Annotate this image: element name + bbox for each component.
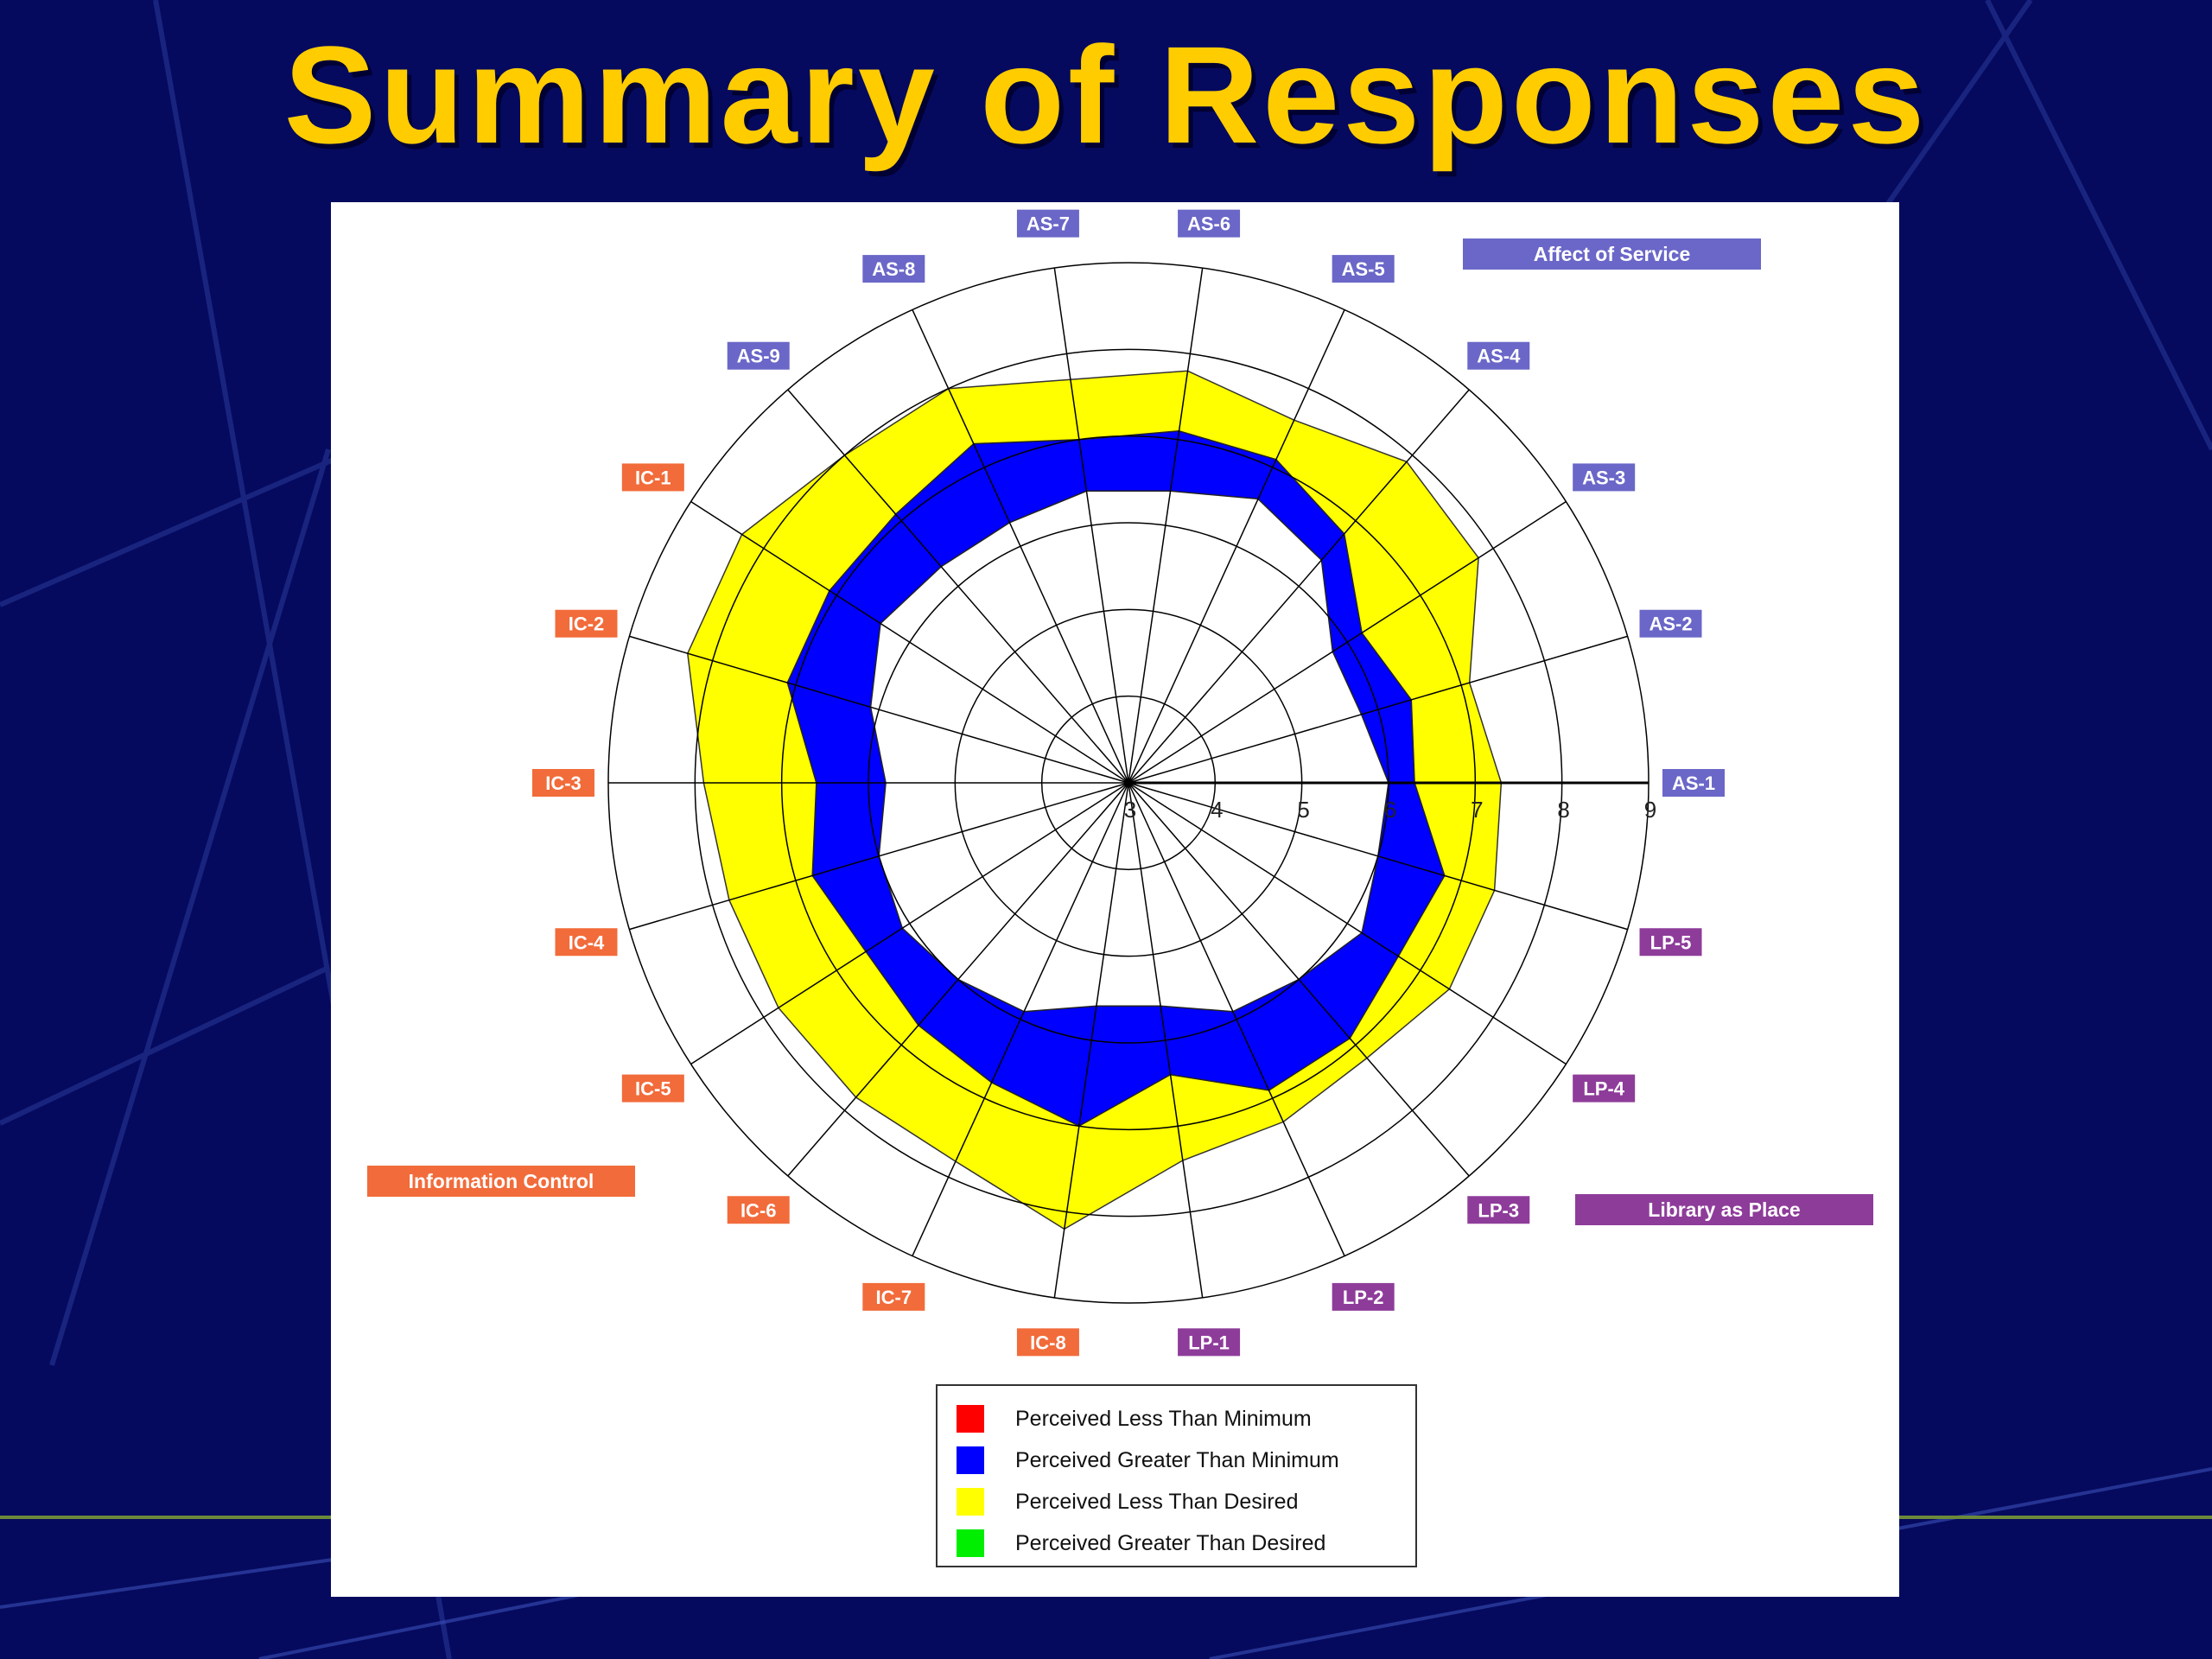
radar-spoke bbox=[690, 500, 1129, 784]
axis-label-box bbox=[1662, 769, 1725, 797]
axis-label-box bbox=[1467, 341, 1530, 370]
radar-center bbox=[1124, 779, 1133, 787]
group-label-information-control: Information Control bbox=[367, 1166, 635, 1197]
axis-label: IC-1 bbox=[635, 467, 671, 488]
legend-swatch-red bbox=[957, 1405, 984, 1433]
legend-item: Perceived Less Than Minimum bbox=[957, 1398, 1415, 1440]
axis-label-box bbox=[1467, 1196, 1530, 1224]
radar-spoke bbox=[912, 782, 1129, 1256]
axis-label-box bbox=[862, 1282, 925, 1311]
radar-chart: 3 4 5 6 7 8 9 AS-1 AS-2 AS-3 AS-4 AS-5 AS-6 AS-7AS-8A… bbox=[532, 209, 1725, 1357]
axis-label: AS-7 bbox=[1027, 213, 1070, 235]
legend-label: Perceived Greater Than Minimum bbox=[1015, 1447, 1339, 1472]
axis-label: IC-7 bbox=[876, 1287, 912, 1308]
axis-label-box bbox=[862, 255, 925, 283]
axis-label-box bbox=[621, 463, 684, 492]
axis-label: IC-2 bbox=[569, 613, 605, 635]
radar-spoke bbox=[787, 782, 1129, 1177]
axis-label: LP-5 bbox=[1650, 931, 1692, 953]
axis-label: LP-2 bbox=[1343, 1287, 1384, 1308]
radial-tick-label: 7 bbox=[1471, 797, 1483, 823]
chart-legend: Perceived Less Than Minimum Perceived Gr… bbox=[936, 1384, 1417, 1567]
radial-tick-label: 6 bbox=[1384, 797, 1396, 823]
axis-label-box bbox=[1178, 209, 1241, 238]
axis-label-box bbox=[1332, 1282, 1395, 1311]
axis-label: AS-6 bbox=[1187, 213, 1230, 235]
axis-label: IC-6 bbox=[741, 1199, 777, 1221]
radar-spoke bbox=[1128, 309, 1345, 784]
legend-swatch-blue bbox=[957, 1446, 984, 1474]
legend-label: Perceived Less Than Minimum bbox=[1015, 1406, 1312, 1431]
axis-label: AS-1 bbox=[1672, 772, 1715, 794]
axis-label-box bbox=[1016, 1328, 1079, 1357]
radial-tick-label: 4 bbox=[1211, 797, 1223, 823]
radar-spoke bbox=[1128, 389, 1470, 784]
axis-label-box bbox=[727, 341, 790, 370]
radar-spoke bbox=[1128, 782, 1204, 1298]
axis-label-box bbox=[1178, 1328, 1241, 1357]
axis-label: AS-2 bbox=[1649, 613, 1692, 635]
radar-spoke bbox=[787, 389, 1129, 784]
axis-label-box bbox=[727, 1196, 790, 1224]
radar-spoke bbox=[1053, 782, 1129, 1298]
axis-label-box bbox=[1573, 1074, 1636, 1103]
group-label-affect-of-service: Affect of Service bbox=[1463, 238, 1761, 270]
axis-label-box bbox=[1332, 255, 1395, 283]
axis-label-box bbox=[1639, 928, 1702, 957]
legend-swatch-yellow bbox=[957, 1488, 984, 1516]
axis-label-box bbox=[555, 609, 618, 638]
radial-tick-label: 5 bbox=[1297, 797, 1309, 823]
axis-label-box bbox=[1639, 609, 1702, 638]
axis-label: IC-5 bbox=[635, 1078, 671, 1100]
radar-spoke bbox=[1053, 268, 1129, 784]
axis-label: LP-4 bbox=[1583, 1078, 1624, 1100]
axis-label: LP-1 bbox=[1188, 1332, 1230, 1353]
radar-spoke bbox=[629, 635, 1129, 784]
radial-tick-label: 3 bbox=[1124, 797, 1136, 823]
axis-label-box bbox=[621, 1074, 684, 1103]
axis-label: AS-9 bbox=[737, 346, 780, 367]
radar-spoke bbox=[1128, 782, 1628, 931]
group-label-library-as-place: Library as Place bbox=[1575, 1194, 1873, 1225]
axis-label: IC-8 bbox=[1030, 1332, 1066, 1353]
radar-spoke bbox=[1128, 782, 1567, 1065]
axis-label: AS-8 bbox=[872, 258, 915, 280]
slide-title: Summary of Responses bbox=[283, 17, 1929, 172]
axis-label: AS-3 bbox=[1582, 467, 1625, 488]
radar-spoke bbox=[690, 782, 1129, 1065]
legend-item: Perceived Greater Than Minimum bbox=[957, 1440, 1415, 1481]
radar-spoke bbox=[629, 782, 1129, 931]
radar-spoke bbox=[1128, 782, 1345, 1256]
radar-spoke bbox=[912, 309, 1129, 784]
axis-label: AS-5 bbox=[1342, 258, 1385, 280]
radar-spoke bbox=[1128, 500, 1567, 784]
axis-label-box bbox=[1573, 463, 1636, 492]
radar-spoke bbox=[1128, 268, 1204, 784]
legend-swatch-green bbox=[957, 1529, 984, 1557]
radial-tick-label: 9 bbox=[1644, 797, 1656, 823]
axis-label-box bbox=[555, 928, 618, 957]
legend-label: Perceived Less Than Desired bbox=[1015, 1489, 1299, 1514]
radar-spoke bbox=[1128, 635, 1628, 784]
axis-label: IC-3 bbox=[545, 772, 582, 794]
legend-label: Perceived Greater Than Desired bbox=[1015, 1530, 1326, 1555]
axis-label-box bbox=[532, 769, 594, 797]
legend-item: Perceived Less Than Desired bbox=[957, 1481, 1415, 1522]
radar-spoke bbox=[1128, 782, 1470, 1177]
axis-label: LP-3 bbox=[1478, 1199, 1519, 1221]
axis-label: AS-4 bbox=[1477, 346, 1521, 367]
axis-label-box bbox=[1016, 209, 1079, 238]
radial-tick-label: 8 bbox=[1557, 797, 1569, 823]
axis-label: IC-4 bbox=[569, 931, 605, 953]
legend-item: Perceived Greater Than Desired bbox=[957, 1522, 1415, 1564]
minimum-series-area bbox=[869, 490, 1389, 1013]
